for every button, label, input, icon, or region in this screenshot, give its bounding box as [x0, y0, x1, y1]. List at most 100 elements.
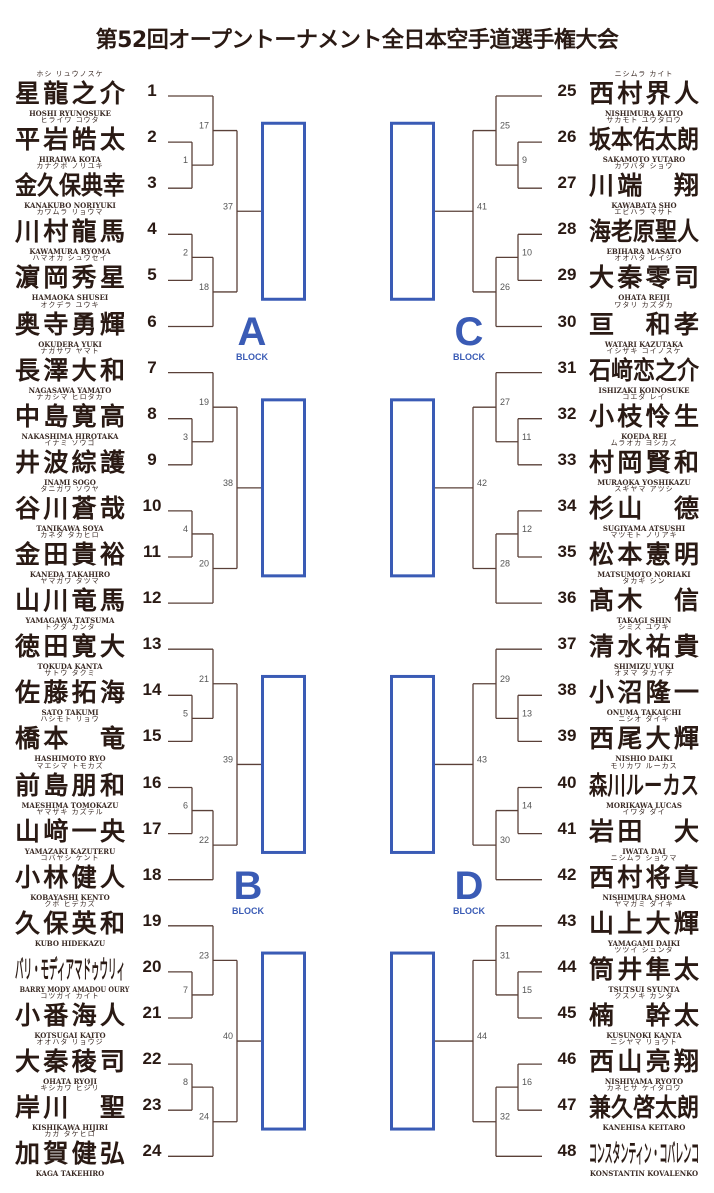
furigana: コバヤシ ケント	[40, 853, 100, 862]
name-romaji: IWATA DAI	[622, 846, 666, 856]
seed-number: 41	[557, 818, 577, 838]
block-d-label: D BLOCK	[439, 866, 499, 916]
seed-number: 30	[557, 311, 577, 331]
match-number-label: 16	[522, 1077, 532, 1087]
furigana: ホシ リュウノスケ	[36, 70, 104, 78]
seed-number: 27	[557, 173, 577, 193]
seed-number: 28	[557, 219, 577, 239]
name-romaji: TSUTSUI SYUNTA	[608, 984, 680, 994]
furigana: ハマオカ シュウセイ	[32, 254, 108, 263]
name-romaji: KANEHISA KEITARO	[602, 1123, 686, 1133]
furigana: サトウ タクミ	[44, 669, 96, 678]
block-letter: B	[233, 864, 263, 908]
name-kanji: 奥寺勇輝	[15, 309, 125, 339]
name-romaji: SATO TAKUMI	[41, 708, 99, 718]
block-winner-box	[390, 121, 435, 301]
name-kanji: 西村将真	[589, 862, 699, 892]
name-romaji: KUBO HIDEKAZU	[34, 938, 106, 948]
name-romaji: HIRAIWA KOTA	[39, 155, 101, 165]
match-number-label: 13	[522, 708, 532, 718]
name-kanji: 山上大輝	[589, 908, 699, 938]
seed-number: 1	[147, 81, 157, 100]
match-number-label: 30	[500, 835, 510, 845]
name-kanji: 岸川 聖	[15, 1093, 125, 1123]
match-number-label: 1	[183, 155, 188, 165]
name-kanji: 橋本 竜	[15, 724, 125, 754]
seed-number: 23	[142, 1095, 162, 1115]
furigana: タカギ シン	[622, 577, 666, 586]
seed-number: 32	[557, 403, 577, 423]
match-number-label: 18	[199, 282, 209, 292]
name-romaji: KANAKUBO NORIYUKI	[24, 201, 116, 211]
furigana: ヤマザキ カズテル	[36, 807, 104, 816]
seed-number: 39	[557, 726, 577, 746]
furigana: モリカワ ルーカス	[610, 761, 678, 770]
name-romaji: NISHIMURA SHOMA	[602, 892, 686, 902]
name-kanji: 岩田 大	[589, 816, 699, 846]
match-number-label: 8	[183, 1077, 188, 1087]
block-letter: D	[454, 864, 484, 908]
furigana: ワタリ カズタカ	[614, 300, 674, 309]
furigana: スギヤマ アツシ	[614, 484, 674, 493]
match-number-label: 44	[477, 1031, 487, 1041]
furigana: キシカワ ヒジリ	[40, 1084, 100, 1093]
seed-number: 48	[557, 1141, 577, 1161]
block-letter: A	[237, 310, 267, 354]
match-number-label: 42	[477, 478, 487, 488]
furigana: イワタ ダイ	[622, 807, 666, 816]
name-kanji: 川村龍馬	[15, 217, 125, 247]
furigana: オヌマ タカイチ	[614, 669, 674, 678]
seed-number: 2	[147, 127, 157, 147]
seed-number: 34	[557, 495, 577, 515]
furigana: ニシヤマ リョウト	[610, 1038, 678, 1047]
match-number-label: 26	[500, 282, 510, 292]
name-romaji: SUGIYAMA ATSUSHI	[602, 523, 686, 533]
furigana: オオハタ リョウジ	[36, 1038, 104, 1047]
match-number-label: 32	[500, 1112, 510, 1122]
furigana: コツガイ カイト	[40, 992, 100, 1000]
name-kanji: 松本憲明	[589, 540, 699, 569]
furigana: ヤマガミ ダイキ	[614, 899, 674, 908]
furigana: サカモト ユウタロウ	[606, 116, 682, 125]
match-number-label: 15	[522, 985, 532, 995]
name-romaji: OHATA RYOJI	[43, 1077, 97, 1087]
name-romaji: KOEDA REI	[621, 431, 667, 441]
seed-number: 20	[142, 956, 162, 976]
furigana: ナガサワ ヤマト	[40, 346, 100, 355]
seed-number: 16	[142, 772, 162, 792]
block-b-label: B BLOCK	[218, 866, 278, 916]
name-kanji: 石﨑恋之介	[589, 355, 700, 385]
seed-number: 35	[557, 542, 577, 561]
name-romaji: NAGASAWA YAMATO	[28, 385, 112, 395]
